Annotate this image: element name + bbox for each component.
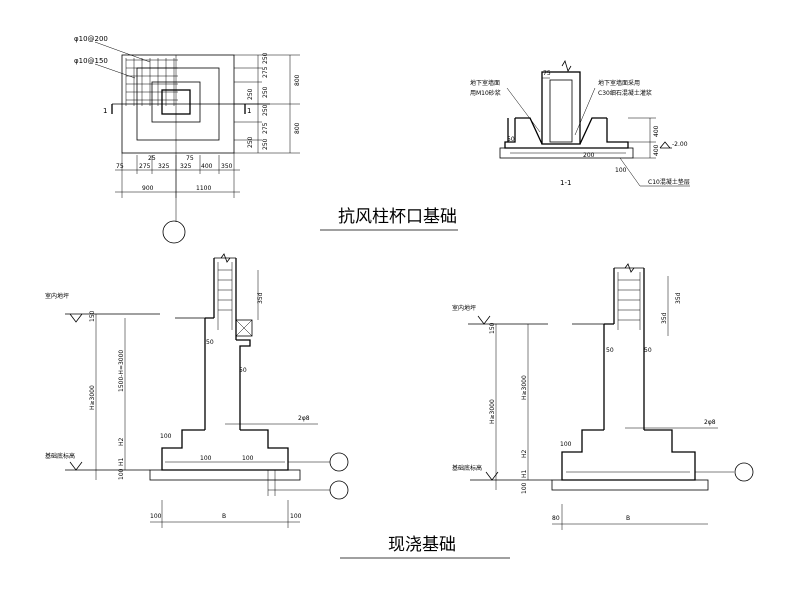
svg-text:50: 50 <box>206 339 214 346</box>
section-mark-left: 1 <box>103 107 107 115</box>
axis-bubble <box>329 452 349 472</box>
svg-text:H≥3000: H≥3000 <box>521 375 528 400</box>
svg-text:B: B <box>626 515 630 522</box>
svg-text:100: 100 <box>200 455 212 462</box>
svg-text:80: 80 <box>552 515 560 522</box>
svg-text:2φ8: 2φ8 <box>298 415 310 422</box>
axis-bubble <box>734 462 754 482</box>
svg-text:400: 400 <box>653 144 660 156</box>
plan-view: φ10@200 φ10@150 1 1 250 275 250 250 275 … <box>74 35 301 244</box>
section-label: 1-1 <box>560 179 571 187</box>
svg-text:50: 50 <box>606 347 614 354</box>
cast-foundation-right: 室内地坪 基础底标高 150 H≥3000 H≥3000 H2 H1 100 3… <box>452 263 754 530</box>
svg-text:100: 100 <box>150 513 162 520</box>
svg-text:25: 25 <box>148 155 156 162</box>
rebar-bottom-label: φ10@150 <box>74 57 108 65</box>
svg-text:250: 250 <box>262 138 269 150</box>
svg-text:现浇基础: 现浇基础 <box>388 535 456 555</box>
svg-text:250: 250 <box>247 88 254 100</box>
section-mark-right: 1 <box>247 107 251 115</box>
section-1-1: 75 50 400 400 -2.00 地下室墙面 用M10砂浆 地下室墙面采用… <box>470 60 690 187</box>
svg-text:350: 350 <box>221 163 233 170</box>
svg-text:325: 325 <box>158 163 170 170</box>
svg-text:35d: 35d <box>661 312 668 324</box>
svg-text:室内地坪: 室内地坪 <box>45 292 69 300</box>
svg-text:200: 200 <box>583 152 595 159</box>
svg-text:400: 400 <box>201 163 213 170</box>
svg-text:800: 800 <box>294 122 301 134</box>
title-cup-foundation: 抗风柱杯口基础 <box>320 207 458 231</box>
svg-text:H2: H2 <box>118 437 125 446</box>
svg-text:275: 275 <box>139 163 151 170</box>
svg-text:35d: 35d <box>675 292 682 304</box>
svg-text:250: 250 <box>262 104 269 116</box>
svg-text:H≥3000: H≥3000 <box>489 399 496 424</box>
svg-text:35d: 35d <box>257 292 264 304</box>
svg-text:基础底标高: 基础底标高 <box>452 464 482 472</box>
svg-text:75: 75 <box>543 70 551 77</box>
svg-text:100: 100 <box>118 468 125 480</box>
svg-text:100: 100 <box>160 433 172 440</box>
svg-text:150: 150 <box>89 310 96 322</box>
svg-text:1100: 1100 <box>196 185 211 192</box>
svg-text:2φ8: 2φ8 <box>704 419 716 426</box>
svg-text:900: 900 <box>142 185 154 192</box>
svg-text:400: 400 <box>653 125 660 137</box>
axis-bubble <box>329 480 349 500</box>
svg-text:基础底标高: 基础底标高 <box>45 452 75 460</box>
svg-text:100: 100 <box>560 441 572 448</box>
cast-foundation-left: 室内地坪 基础底标高 150 H≥3000 1500-H=3000 H2 H1 … <box>45 253 349 528</box>
svg-text:800: 800 <box>294 74 301 86</box>
svg-text:100: 100 <box>242 455 254 462</box>
svg-text:1500-H=3000: 1500-H=3000 <box>118 350 125 392</box>
svg-text:75: 75 <box>116 163 124 170</box>
svg-text:100: 100 <box>521 482 528 494</box>
svg-text:地下室墙面: 地下室墙面 <box>470 79 500 87</box>
svg-text:50: 50 <box>239 367 247 374</box>
svg-text:100: 100 <box>290 513 302 520</box>
svg-text:室内地坪: 室内地坪 <box>452 304 476 312</box>
svg-text:325: 325 <box>180 163 192 170</box>
svg-text:75: 75 <box>186 155 194 162</box>
svg-text:250: 250 <box>262 52 269 64</box>
rebar-grid <box>125 58 178 106</box>
svg-text:275: 275 <box>262 66 269 78</box>
svg-text:H≥3000: H≥3000 <box>89 385 96 410</box>
svg-text:抗风柱杯口基础: 抗风柱杯口基础 <box>338 207 457 227</box>
svg-text:250: 250 <box>247 136 254 148</box>
svg-text:C30细石混凝土灌浆: C30细石混凝土灌浆 <box>598 89 652 97</box>
svg-text:50: 50 <box>507 136 515 143</box>
svg-text:50: 50 <box>644 347 652 354</box>
axis-bubble <box>162 220 186 244</box>
svg-text:H1: H1 <box>521 469 528 478</box>
svg-text:250: 250 <box>262 86 269 98</box>
svg-text:275: 275 <box>262 122 269 134</box>
svg-text:C10混凝土垫层: C10混凝土垫层 <box>648 178 690 186</box>
svg-text:150: 150 <box>489 322 496 334</box>
svg-text:-2.00: -2.00 <box>672 141 688 148</box>
svg-text:100: 100 <box>615 167 627 174</box>
svg-text:H2: H2 <box>521 449 528 458</box>
svg-text:用M10砂浆: 用M10砂浆 <box>470 89 501 97</box>
svg-text:地下室墙面采用: 地下室墙面采用 <box>598 79 640 87</box>
title-cast-foundation: 现浇基础 <box>340 535 510 559</box>
rebar-top-label: φ10@200 <box>74 35 108 43</box>
svg-text:B: B <box>222 513 226 520</box>
svg-text:H1: H1 <box>118 457 125 466</box>
